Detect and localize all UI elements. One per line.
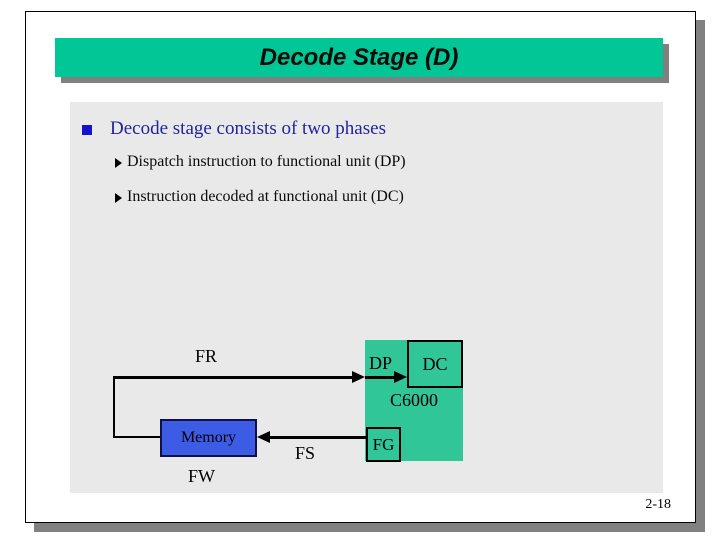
page-number: 2-18	[645, 497, 671, 512]
fr-label: FR	[195, 346, 218, 366]
square-bullet-icon	[82, 125, 92, 135]
slide-content-area: Decode stage consists of two phases Disp…	[70, 102, 663, 493]
sub-bullet-text: Dispatch instruction to functional unit …	[127, 153, 406, 170]
sub-bullet-decoded: Instruction decoded at functional unit (…	[70, 188, 663, 210]
fg-block: FG	[366, 427, 401, 462]
main-bullet-text: Decode stage consists of two phases	[110, 118, 386, 139]
arrowhead-icon	[394, 371, 407, 383]
arrowhead-icon	[352, 371, 365, 383]
fs-label: FS	[295, 443, 316, 463]
slide-title-bar: Decode Stage (D)	[55, 38, 663, 77]
feedback-vertical-line	[113, 376, 115, 438]
c6000-label: C6000	[389, 390, 438, 410]
memory-block: Memory	[160, 419, 257, 457]
fw-label: FW	[188, 466, 215, 486]
sub-bullet-dispatch: Dispatch instruction to functional unit …	[70, 153, 663, 175]
dp-label: DP	[369, 353, 393, 373]
dp-to-dc-line	[365, 376, 394, 379]
slide: Decode Stage (D) Decode stage consists o…	[25, 11, 696, 523]
triangle-bullet-icon	[115, 193, 122, 203]
triangle-bullet-icon	[115, 158, 122, 168]
sub-bullet-text: Instruction decoded at functional unit (…	[127, 188, 404, 205]
slide-title: Decode Stage (D)	[259, 43, 459, 71]
dc-block: DC	[407, 340, 463, 388]
fs-arrow-line	[270, 436, 366, 439]
arrowhead-icon	[257, 431, 270, 443]
feedback-horizontal-line	[113, 436, 160, 438]
fr-arrow-line	[113, 376, 352, 379]
